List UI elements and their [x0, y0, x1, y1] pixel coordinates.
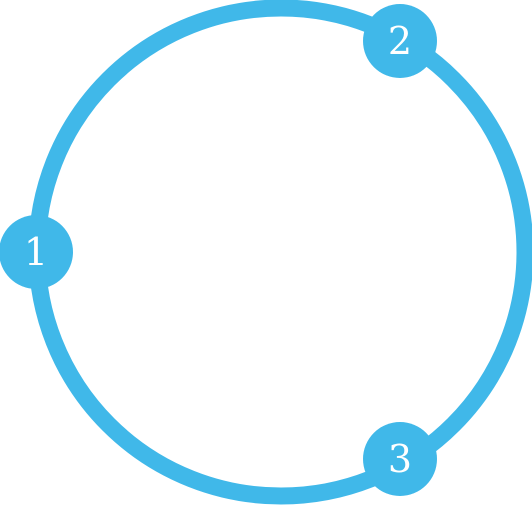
- node-2-circle: [363, 4, 437, 78]
- cycle-node-1: 1: [0, 215, 73, 289]
- node-2-label: 2: [388, 19, 412, 63]
- cycle-node-2: 2: [363, 4, 437, 78]
- node-3-circle: [363, 422, 437, 496]
- node-1-circle: [0, 215, 73, 289]
- node-1-label: 1: [24, 230, 48, 274]
- cycle-node-3: 3: [363, 422, 437, 496]
- cycle-ring: [28, 0, 532, 505]
- node-3-label: 3: [388, 437, 412, 481]
